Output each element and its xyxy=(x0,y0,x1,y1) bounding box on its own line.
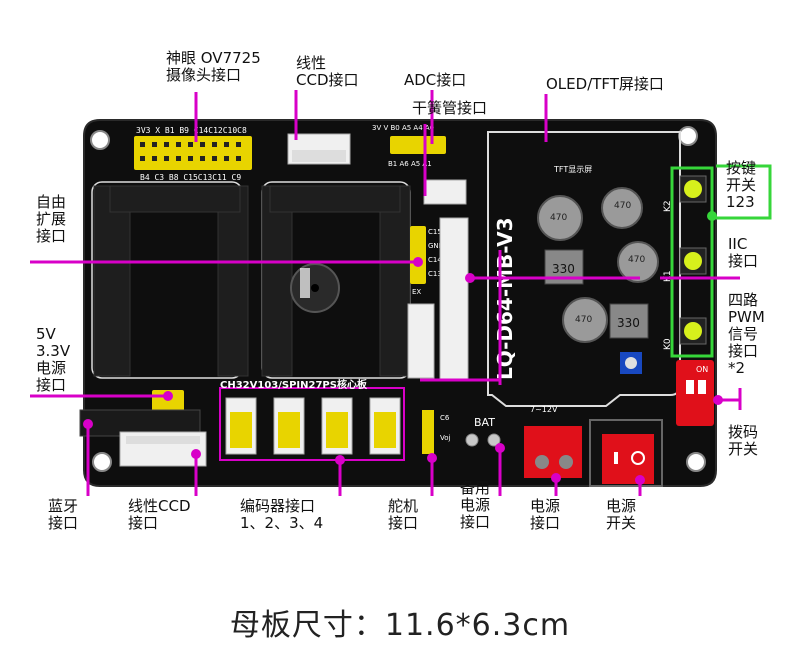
iic-connector-b xyxy=(439,217,469,381)
inductor-label-1: 330 xyxy=(552,262,575,276)
silk-key-1: K1 xyxy=(663,270,673,282)
label-power-port: 电源 接口 xyxy=(530,497,561,532)
key-frame xyxy=(670,166,714,358)
silk-on: ON xyxy=(696,365,708,374)
silk-adc2: B1 A6 A5 A1 xyxy=(388,160,432,168)
silk-servo-1: Voj xyxy=(440,434,451,442)
label-adc: ADC接口 xyxy=(404,71,467,89)
inductor-2 xyxy=(609,303,649,339)
capacitor-2 xyxy=(601,187,643,229)
power-switch xyxy=(602,434,654,484)
label-iic: IIC 接口 xyxy=(728,235,759,270)
mount-hole-tl xyxy=(90,130,110,150)
encoder-frame xyxy=(219,387,405,461)
mount-hole-br xyxy=(686,452,706,472)
encoder-header-1 xyxy=(225,397,257,455)
adc-header xyxy=(390,136,446,154)
label-key-switch: 按键 开关 123 xyxy=(726,159,757,211)
silk-key-0: K2 xyxy=(663,200,673,212)
core-socket-left xyxy=(91,181,249,379)
label-ccd-bottom: 线性CCD 接口 xyxy=(128,497,191,532)
mount-hole-tr xyxy=(678,126,698,146)
encoder-header-4 xyxy=(369,397,401,455)
svg-text:470: 470 xyxy=(575,315,592,325)
label-backup-power: 备用 电源 接口 xyxy=(460,479,491,531)
dip-switch xyxy=(676,360,714,426)
label-free-ext: 自由 扩展 接口 xyxy=(36,193,67,245)
svg-text:470: 470 xyxy=(550,213,567,223)
label-power-select: 5V 3.3V 电源 接口 xyxy=(36,325,71,394)
silk-ex-2: C14 xyxy=(428,256,442,264)
power-terminal xyxy=(524,426,582,478)
ex-header xyxy=(410,226,426,284)
label-ccd-top: 线性 CCD接口 xyxy=(296,54,359,89)
silk-tft: TFT显示屏 xyxy=(553,165,592,174)
bat-pad-2 xyxy=(487,433,501,447)
silk-ex-0: C15 xyxy=(428,228,442,236)
silk-ex-1: GND xyxy=(428,242,444,250)
label-encoder: 编码器接口 1、2、3、4 xyxy=(240,497,324,532)
label-power-switch: 电源 开关 xyxy=(606,497,637,532)
camera-header xyxy=(134,136,252,170)
label-servo: 舵机 接口 xyxy=(388,497,419,532)
label-pwm: 四路 PWM 信号 接口 *2 xyxy=(728,291,765,377)
silk-adc: 3V V B0 A5 A4 A0 xyxy=(372,124,434,132)
encoder-header-2 xyxy=(273,397,305,455)
label-bluetooth: 蓝牙 接口 xyxy=(48,497,79,532)
reed-connector xyxy=(423,179,467,205)
silk-core: CH32V103/SPIN27PS核心板 xyxy=(220,378,368,391)
silk-bat: BAT xyxy=(474,416,495,429)
silk-model: LQ-D64-MB-V3 xyxy=(493,217,517,380)
silk-servo-0: C6 xyxy=(440,414,450,422)
board-size-caption: 母板尺寸：11.6*6.3cm xyxy=(229,608,571,643)
svg-text:470: 470 xyxy=(628,255,645,265)
silk-camera-top: 3V3 X B1 B9 C14C12C10C8 xyxy=(136,126,247,135)
servo-header xyxy=(422,410,434,454)
svg-text:470: 470 xyxy=(614,201,631,211)
bat-pad-1 xyxy=(465,433,479,447)
inductor-label-2: 330 xyxy=(617,316,640,330)
capacitor-4 xyxy=(562,297,608,343)
encoder-header-3 xyxy=(321,397,353,455)
label-camera: 神眼 OV7725 摄像头接口 xyxy=(166,49,261,84)
capacitor-1 xyxy=(537,195,583,241)
key-callout xyxy=(716,164,772,220)
label-reed: 干簧管接口 xyxy=(412,99,488,117)
silk-ex-3: C13 xyxy=(428,270,442,278)
label-oled: OLED/TFT屏接口 xyxy=(546,75,664,93)
mount-hole-bl xyxy=(92,452,112,472)
capacitor-3 xyxy=(617,241,659,283)
iic-connector-a xyxy=(407,303,435,379)
silk-camera-bottom: B4 C3 B8 C15C13C11 C9 xyxy=(140,173,241,182)
silk-bat-v: 7~12V xyxy=(530,405,558,414)
silk-key-2: K0 xyxy=(663,338,673,350)
label-dip: 拨码 开关 xyxy=(728,423,759,458)
silk-ex-4: EX xyxy=(412,288,421,296)
